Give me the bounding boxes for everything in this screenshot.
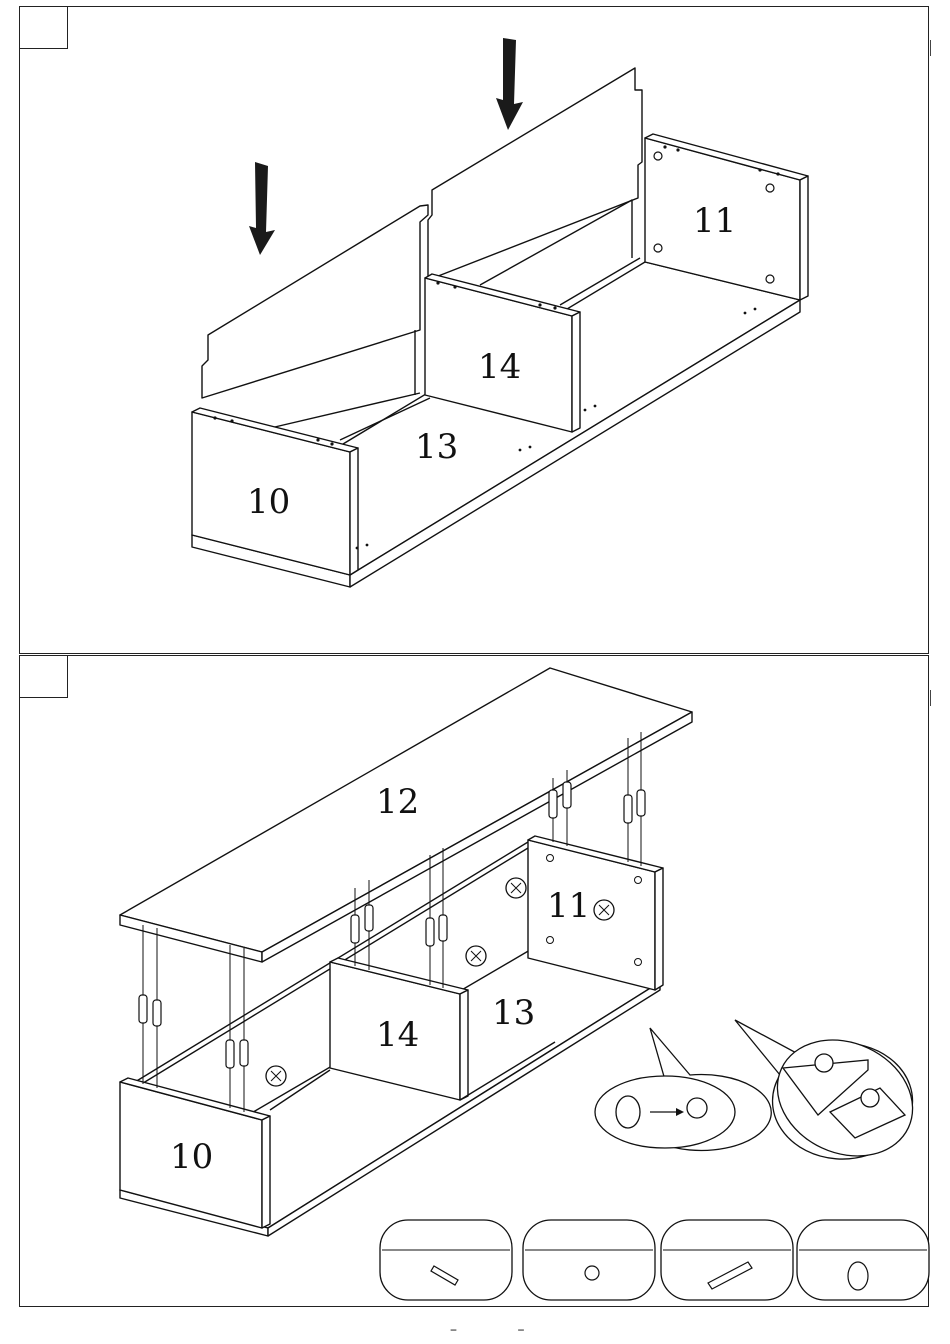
legend-box-2 — [523, 1220, 655, 1300]
legend-box-1 — [380, 1220, 512, 1300]
part-label-14: 14 — [376, 1015, 419, 1055]
part-label-12: 12 — [376, 782, 419, 822]
cam-lock-icon — [585, 1266, 599, 1280]
page-footer-marks: – – — [450, 1322, 552, 1338]
part-label-13: 13 — [492, 993, 535, 1033]
cam-cap-icon — [848, 1262, 868, 1290]
legend-box-3 — [661, 1220, 793, 1300]
part-label-10: 10 — [170, 1137, 213, 1177]
part-label-11: 11 — [547, 886, 590, 926]
